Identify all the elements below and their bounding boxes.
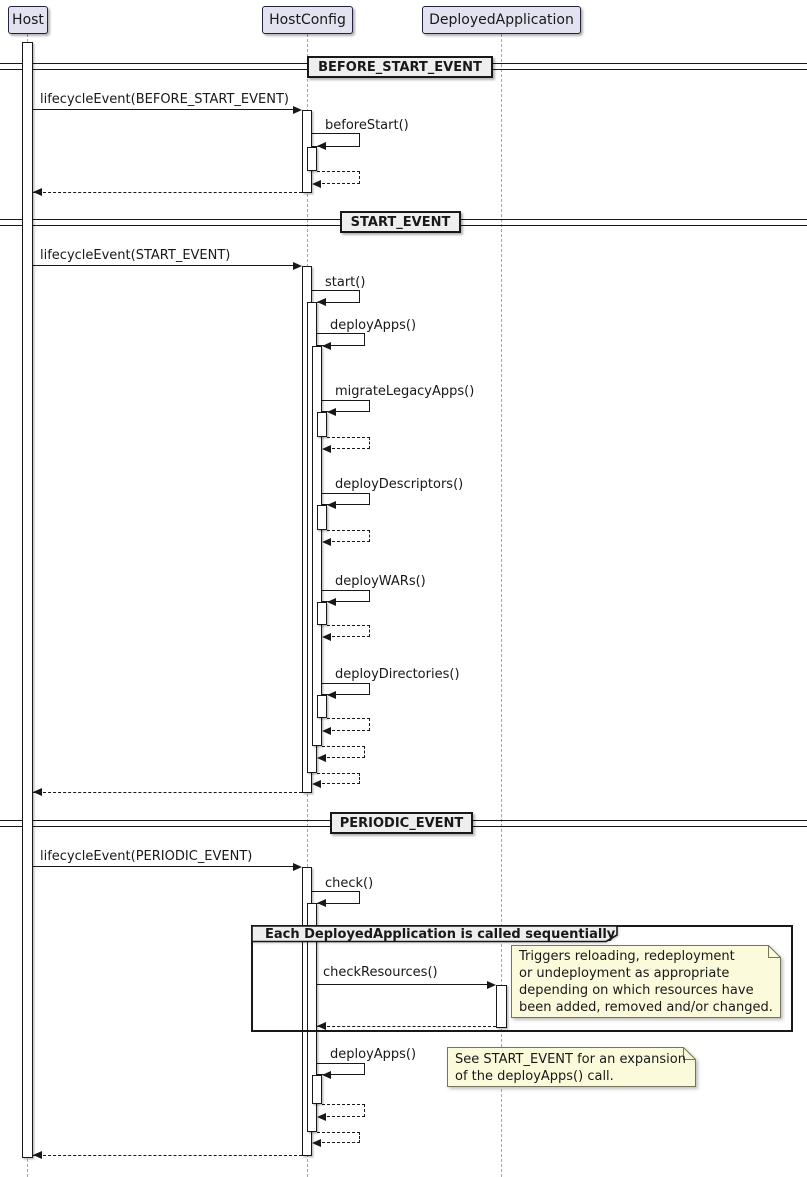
arrowhead-left-icon: [317, 754, 326, 762]
migratelegacyapps-activation: [317, 412, 327, 437]
arrowhead-left-icon: [317, 298, 326, 306]
arrowhead-left-icon: [33, 188, 42, 196]
deployapps-activation: [312, 346, 322, 746]
host-activation: [22, 42, 33, 1158]
migratelegacyapps-self-call: [322, 400, 370, 412]
message-label: lifecycleEvent(START_EVENT): [40, 248, 231, 263]
arrowhead-left-icon: [327, 598, 336, 606]
deployedapplication-lifeline: [501, 34, 502, 1177]
message-label: deployApps(): [330, 318, 417, 333]
message-label: checkResources(): [323, 965, 438, 980]
beforestart-self-return: [317, 171, 360, 184]
arrowhead-left-icon: [322, 445, 331, 453]
arrowhead-left-icon: [33, 1151, 42, 1159]
divider-periodic-event: PERIODIC_EVENT: [330, 812, 473, 834]
beforestart-self-call: [312, 133, 360, 147]
deploywars-activation: [317, 602, 327, 625]
message-label: lifecycleEvent(BEFORE_START_EVENT): [40, 92, 289, 107]
deploywars-self-return: [327, 625, 370, 637]
arrowhead-right-icon: [293, 863, 302, 871]
deploydescriptors-activation: [317, 505, 327, 530]
message-label: beforeStart(): [325, 118, 409, 133]
arrowhead-left-icon: [317, 1022, 326, 1030]
message-label: deployDirectories(): [335, 667, 460, 682]
deployapps-periodic-self-call: [317, 1063, 365, 1075]
migratelegacyapps-self-return: [327, 437, 370, 449]
arrowhead-left-icon: [322, 727, 331, 735]
arrowhead-left-icon: [322, 1071, 331, 1079]
deploydirectories-self-return: [327, 718, 370, 731]
deploydirectories-self-call: [322, 683, 370, 695]
deploydirectories-activation: [317, 695, 327, 718]
check-self-call: [312, 891, 360, 904]
message-label: start(): [325, 275, 366, 290]
checkresources-arrow: [317, 984, 487, 985]
participant-hostconfig: HostConfig: [262, 6, 353, 34]
arrowhead-left-icon: [317, 899, 326, 907]
message-label: deployDescriptors(): [335, 477, 464, 492]
start-self-call: [312, 290, 360, 303]
check-self-return: [317, 1132, 360, 1143]
deploydescriptors-self-return: [327, 530, 370, 542]
message-label: check(): [325, 876, 374, 891]
deployapps-periodic-self-return: [322, 1104, 365, 1117]
deploy-apps-note: [447, 1047, 696, 1091]
group-title-tab: [251, 925, 618, 943]
lifecycle-periodic-arrow: [33, 866, 293, 867]
arrowhead-left-icon: [312, 180, 321, 188]
divider-before-start-event: BEFORE_START_EVENT: [307, 56, 493, 78]
arrowhead-left-icon: [322, 342, 331, 350]
message-label: migrateLegacyApps(): [335, 384, 475, 399]
arrowhead-left-icon: [327, 408, 336, 416]
arrowhead-left-icon: [33, 788, 42, 796]
deploy-apps-note-text: See START_EVENT for an expansion of the …: [455, 1052, 686, 1084]
participant-deployedapplication: DeployedApplication: [422, 6, 581, 34]
arrowhead-right-icon: [293, 106, 302, 114]
return-to-host-arrow: [33, 1155, 302, 1156]
arrowhead-left-icon: [327, 501, 336, 509]
beforestart-activation: [307, 147, 317, 171]
message-label: deployApps(): [330, 1047, 417, 1062]
arrowhead-left-icon: [317, 1113, 326, 1121]
group-title: Each DeployedApplication is called seque…: [265, 927, 616, 942]
arrowhead-right-icon: [487, 981, 496, 989]
lifecycle-before-start-arrow: [33, 109, 293, 110]
divider-start-event: START_EVENT: [340, 211, 461, 233]
arrowhead-left-icon: [312, 780, 321, 788]
checkresources-return-arrow: [317, 1026, 496, 1027]
arrowhead-left-icon: [322, 633, 331, 641]
return-to-host-arrow: [33, 192, 302, 193]
check-resources-note-text: Triggers reloading, redeployment or unde…: [519, 949, 773, 1015]
start-self-return: [317, 773, 360, 784]
deploywars-self-call: [322, 590, 370, 602]
arrowhead-left-icon: [312, 1139, 321, 1147]
message-label: lifecycleEvent(PERIODIC_EVENT): [40, 849, 253, 864]
deployapps-self-call: [317, 333, 365, 346]
return-to-host-arrow: [33, 792, 302, 793]
message-label: deployWARs(): [335, 574, 426, 589]
arrowhead-left-icon: [327, 691, 336, 699]
check-resources-note: [511, 945, 781, 1022]
arrowhead-right-icon: [293, 262, 302, 270]
lifecycle-start-arrow: [33, 265, 293, 266]
deployedapplication-activation: [496, 985, 507, 1028]
participant-host: Host: [8, 6, 48, 34]
arrowhead-left-icon: [317, 142, 326, 150]
deployapps-periodic-activation: [312, 1075, 322, 1104]
deployapps-self-return: [322, 746, 365, 758]
deploydescriptors-self-call: [322, 493, 370, 505]
arrowhead-left-icon: [322, 538, 331, 546]
check-activation: [307, 903, 317, 1132]
